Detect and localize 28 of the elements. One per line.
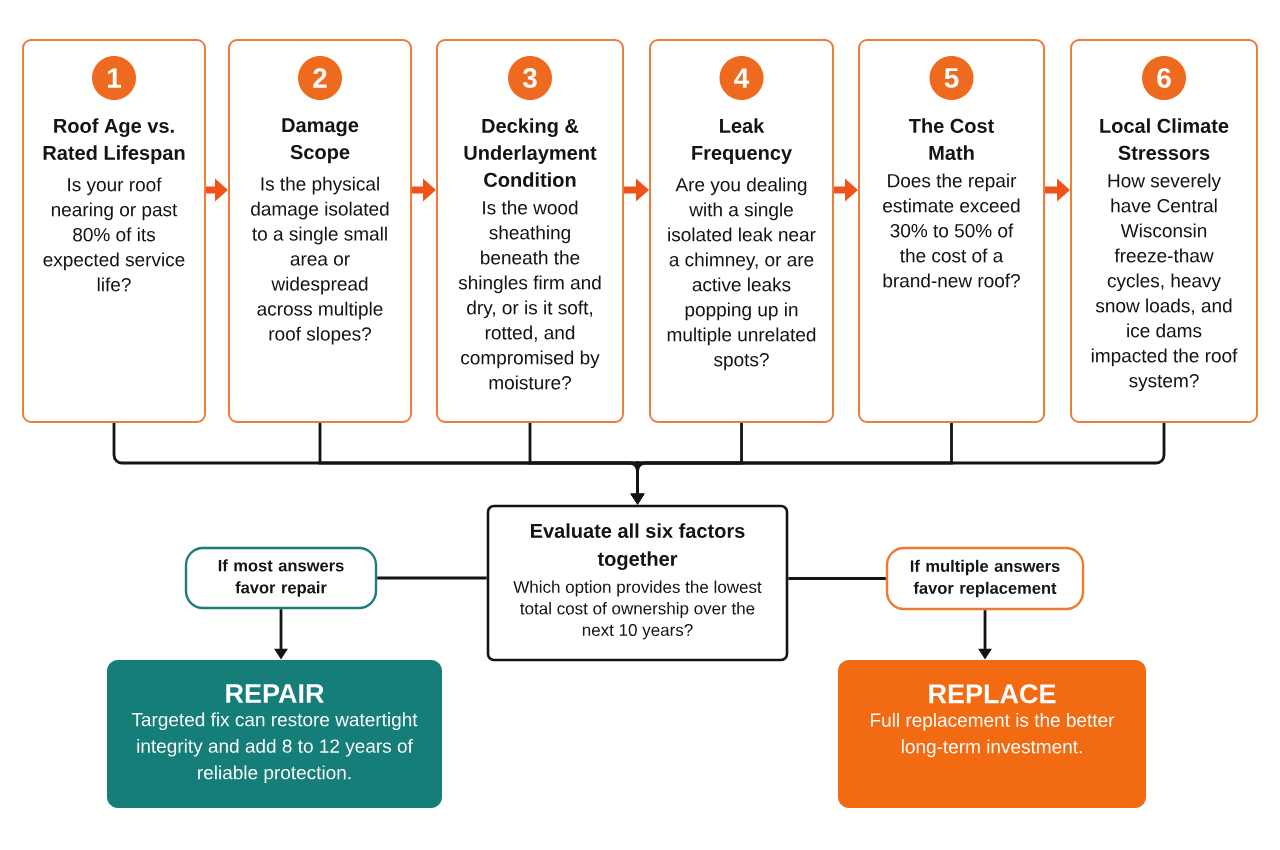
card-heading: Roof Age vs. Rated Lifespan	[43, 118, 185, 164]
outcome-description: Targeted fix can restore watertight integrity and add 8 to 12 years of reliable protection.	[131, 712, 418, 784]
card-heading: Local Climate Stressors	[1100, 118, 1229, 160]
number-badge: 5	[929, 56, 974, 100]
question-text: How severely have Central Wisconsin freeze-thaw cycles, heavy snow loads, and ice dams impacted the roof system?	[1091, 173, 1238, 392]
connector-line	[377, 576, 487, 580]
question-text: Is the physical damage isolated to a single small area or widespread across multiple roof slopes?	[251, 176, 389, 345]
question-text: Does the repair estimate exceed 30% to 50% of the cost of a brand-new roof?	[883, 173, 1020, 288]
number-badge: 1	[92, 56, 136, 100]
question-text: Which option provides the lowest total cost of ownership over the next 10 years?	[513, 580, 762, 640]
card-heading: Decking & Underlayment Condition	[464, 118, 597, 187]
condition-box: If multiple answers favor replacement	[885, 546, 1085, 611]
outcome-heading: REPLACE	[929, 684, 1056, 704]
outcome-description: Full replacement is the better long-term investment.	[871, 712, 1115, 758]
number-badge: 2	[298, 56, 342, 100]
card-heading: Damage Scope	[282, 118, 359, 164]
number-badge: 3	[508, 56, 552, 100]
box-heading: Evaluate all six factors together	[531, 523, 745, 570]
question-text: Are you dealing with a single isolated leak near a chimney, or are active leaks popping up in multiple unrelated spots?	[667, 177, 816, 371]
number-badge: 4	[719, 56, 764, 100]
number-badge: 6	[1142, 56, 1186, 100]
condition-box: If most answers favor repair	[184, 546, 378, 610]
question-text: Is your roof nearing or past 80% of its expected service life?	[43, 177, 185, 292]
outcome-heading: REPAIR	[226, 684, 324, 703]
connector-line	[788, 577, 886, 580]
question-text: Is the wood sheathing beneath the shingles firm and dry, or is it soft, rotted, and compromised by moisture?	[458, 200, 601, 390]
card-heading: Leak Frequency	[692, 118, 792, 164]
card-heading: The Cost Math	[908, 118, 995, 160]
